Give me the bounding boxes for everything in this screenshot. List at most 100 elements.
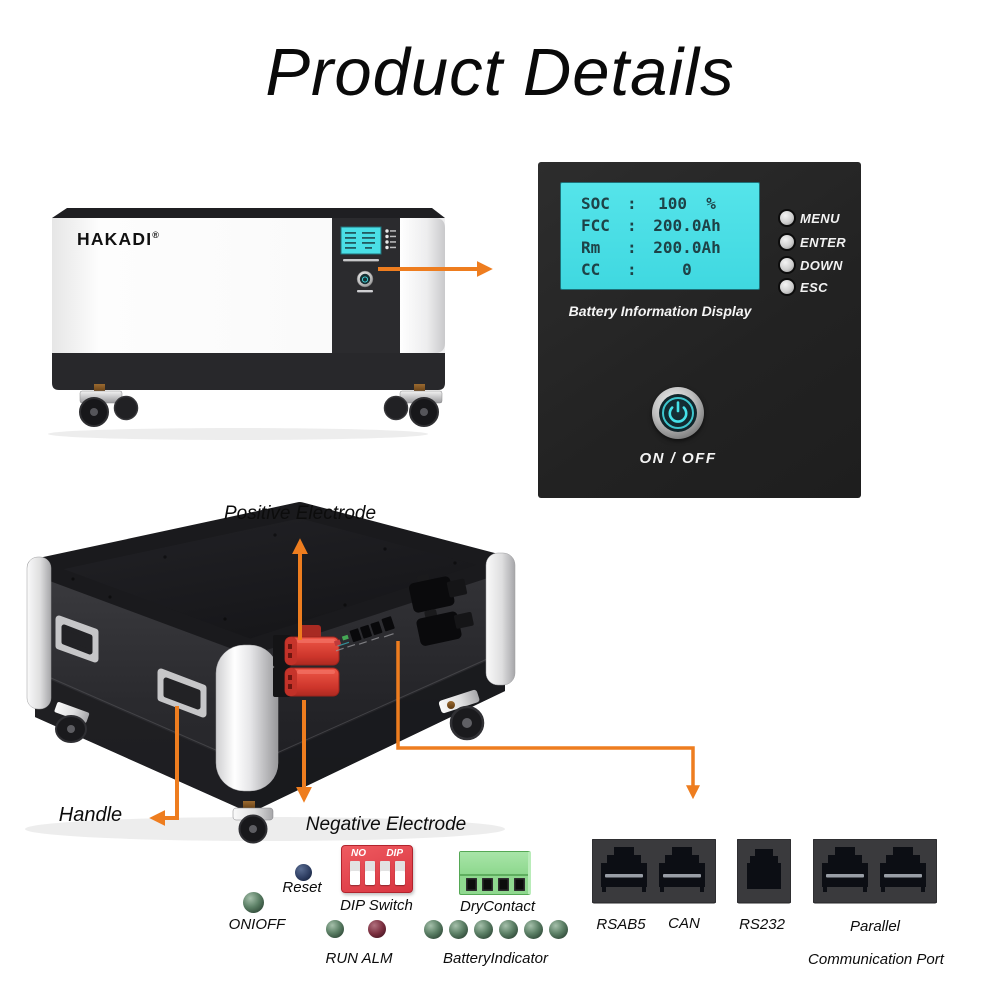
dip-dip-label: DIP xyxy=(386,848,403,859)
down-button-row: DOWN xyxy=(778,256,843,274)
mini-caption xyxy=(343,259,379,262)
port-panel-parallel xyxy=(813,839,937,904)
power-button-label: ON / OFF xyxy=(639,450,717,467)
battery-indicator-led xyxy=(549,920,568,939)
left-corner-pillar xyxy=(26,556,52,710)
base-left xyxy=(35,673,250,813)
reset-button xyxy=(295,864,312,881)
dip-lever xyxy=(365,861,375,885)
menu-button-label: MENU xyxy=(800,210,840,226)
wheel-front xyxy=(232,801,274,844)
esc-button xyxy=(778,278,796,296)
mini-display-cluster xyxy=(340,226,396,293)
screen-row-colon: : xyxy=(627,259,637,279)
screen-row-colon: : xyxy=(627,193,637,213)
screen-row-label: FCC xyxy=(581,215,610,235)
dip-switch: NO DIP xyxy=(341,845,413,893)
onoff-led xyxy=(243,892,264,913)
handle-lower xyxy=(157,668,207,718)
can-label: CAN xyxy=(668,915,700,932)
lcd-screen: SOC:100 % FCC:200.0Ah Rm:200.0Ah CC:0 xyxy=(560,182,760,290)
side-port xyxy=(360,624,372,639)
port-panel-rs485-can xyxy=(592,839,716,904)
power-button-face xyxy=(659,394,697,432)
dip-lever xyxy=(380,861,390,885)
parallel-label-line2: Communication Port xyxy=(808,951,944,968)
panel-caption: Battery Information Display xyxy=(568,303,752,319)
enter-button xyxy=(778,233,796,251)
side-port-cluster xyxy=(333,616,395,652)
screen-row-label: CC xyxy=(581,259,601,279)
dry-contact-slot xyxy=(466,878,477,891)
screen-row: Rm:200.0Ah xyxy=(561,236,759,258)
front-view-illustration: HAKADI® xyxy=(48,208,445,440)
positive-electrode xyxy=(273,625,340,667)
screen-row-value: 100 % xyxy=(658,193,716,213)
dry-contact xyxy=(459,851,531,895)
run-led xyxy=(326,920,344,938)
rs232-label: RS232 xyxy=(739,916,785,933)
dip-no-label: NO xyxy=(351,848,366,859)
base xyxy=(52,353,445,390)
screen-row: SOC: 100 % xyxy=(561,192,759,214)
screen-row-value: 200.0Ah xyxy=(653,215,721,235)
alm-led xyxy=(368,920,386,938)
parallel-port-1 xyxy=(822,847,868,892)
dry-contact-body xyxy=(460,852,528,876)
down-button-label: DOWN xyxy=(800,257,843,273)
reset-label: Reset xyxy=(282,879,322,896)
caster-right xyxy=(383,384,443,427)
dry-contact-slots xyxy=(460,876,528,891)
breaker-connectors xyxy=(409,574,474,646)
onoff-label: ONIOFF xyxy=(228,916,286,933)
side-dry-contact xyxy=(341,634,349,641)
side-port xyxy=(370,621,383,636)
caster-left xyxy=(79,384,139,427)
mini-screen-text xyxy=(345,232,375,249)
screen-row-colon: : xyxy=(627,237,637,257)
side-label-accent xyxy=(337,641,350,647)
mini-power-label xyxy=(357,290,373,293)
right-corner-pillar xyxy=(485,552,516,686)
center-corner-pillar xyxy=(215,644,279,792)
battery-indicator-led xyxy=(499,920,518,939)
rs232-port xyxy=(747,849,781,889)
handle-upper xyxy=(55,615,99,663)
run-alm-label: RUN ALM xyxy=(325,950,393,967)
mini-screen xyxy=(340,226,382,255)
menu-button xyxy=(778,209,796,227)
brand-logo: HAKADI® xyxy=(77,229,160,249)
parallel-port-2 xyxy=(880,847,926,892)
floor-reflection xyxy=(48,428,428,440)
negative-electrode-label: Negative Electrode xyxy=(305,814,467,835)
negative-electrode xyxy=(273,667,340,697)
rs485-port xyxy=(601,847,647,892)
esc-button-label: ESC xyxy=(800,279,828,295)
parallel-label-line1: Parallel xyxy=(849,918,901,935)
dry-contact-slot xyxy=(498,878,509,891)
enter-button-label: ENTER xyxy=(800,234,847,250)
mini-power-glyph xyxy=(361,276,369,283)
mini-buttons xyxy=(385,229,396,250)
port-panel-rs232 xyxy=(737,839,791,904)
battery-3d-illustration xyxy=(25,502,516,844)
enter-button-row: ENTER xyxy=(778,233,846,251)
screen-row-value: 0 xyxy=(682,259,692,279)
dip-switch-levers xyxy=(342,859,412,885)
battery-indicator-led xyxy=(524,920,543,939)
screen-row-label: SOC xyxy=(581,193,610,213)
battery-indicator-led xyxy=(474,920,493,939)
screen-row-value: 200.0Ah xyxy=(653,237,721,257)
side-port xyxy=(349,628,362,643)
power-button xyxy=(652,387,704,439)
can-port xyxy=(659,847,705,892)
esc-button-row: ESC xyxy=(778,278,828,296)
rs485-label: RSAB5 xyxy=(596,916,646,933)
screen-row: CC: 0 xyxy=(561,258,759,280)
battery-indicator-led xyxy=(449,920,468,939)
screen-row: FCC:200.0Ah xyxy=(561,214,759,236)
side-port-labels xyxy=(335,633,394,652)
screen-row-label: Rm xyxy=(581,237,601,257)
side-dip-switch xyxy=(333,639,342,647)
